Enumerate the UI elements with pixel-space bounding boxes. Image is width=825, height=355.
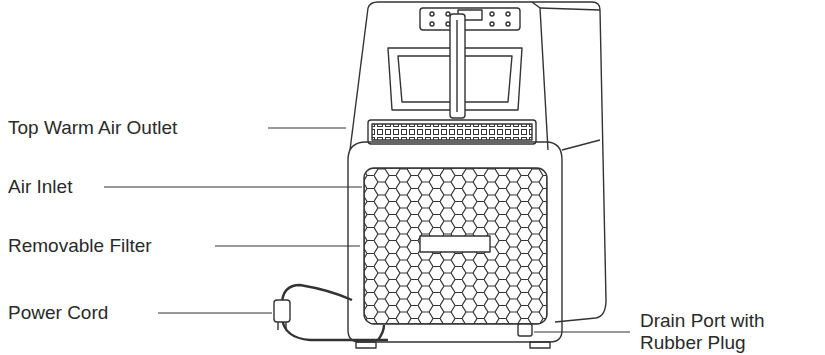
part-label: Air Inlet bbox=[8, 176, 72, 198]
part-label: Removable Filter bbox=[8, 235, 152, 257]
part-label: Top Warm Air Outlet bbox=[8, 117, 177, 139]
part-label: Power Cord bbox=[8, 302, 108, 324]
part-label: Drain Port with Rubber Plug bbox=[640, 310, 815, 354]
